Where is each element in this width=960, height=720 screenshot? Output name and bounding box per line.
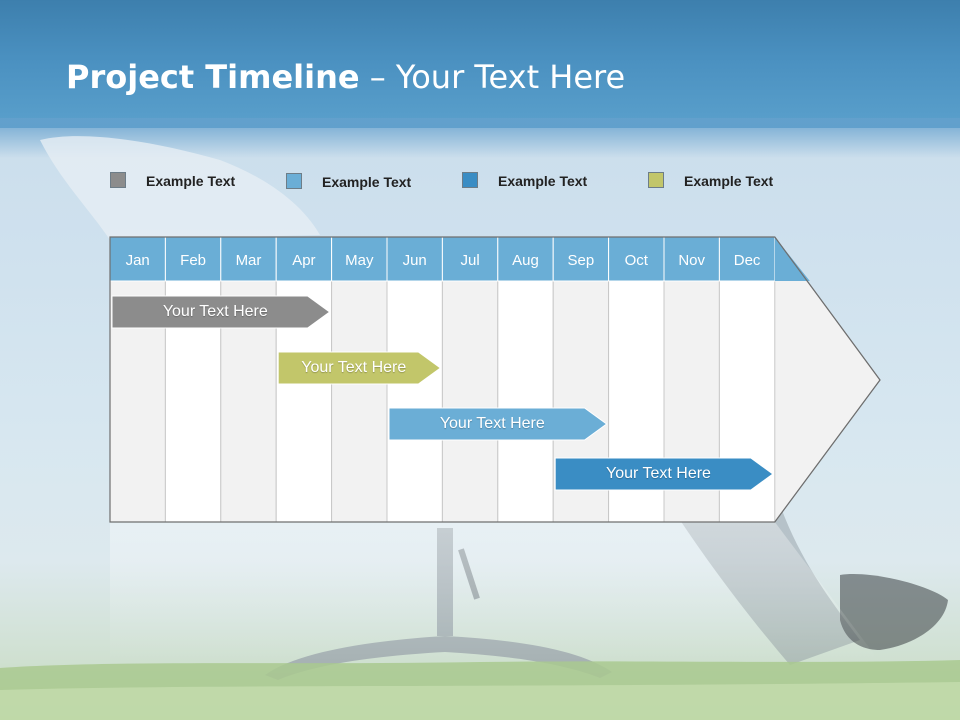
month-column-aug bbox=[497, 280, 554, 523]
timeline-arrow-outline bbox=[109, 236, 881, 523]
legend-label: Example Text bbox=[146, 173, 236, 189]
legend-swatch-light-blue bbox=[286, 173, 302, 189]
task-bar-2 bbox=[277, 351, 442, 385]
month-label-jun: Jun bbox=[402, 252, 427, 269]
month-label-aug: Aug bbox=[512, 252, 539, 269]
month-header-feb bbox=[164, 236, 222, 282]
title-banner bbox=[0, 0, 960, 128]
month-header-jun bbox=[386, 236, 443, 282]
slide-title-bold: Project Timeline bbox=[66, 58, 360, 96]
task-bar-3 bbox=[388, 407, 608, 441]
month-header-jul bbox=[441, 236, 499, 282]
month-label-sep: Sep bbox=[567, 252, 595, 269]
legend-swatch-olive bbox=[648, 172, 664, 188]
slide-title-rest: – Your Text Here bbox=[359, 58, 626, 96]
month-header-aug bbox=[497, 236, 554, 282]
grass-highlight-shape bbox=[0, 682, 960, 720]
month-header-jan bbox=[109, 236, 166, 282]
month-header-may bbox=[331, 236, 388, 282]
legend-label: Example Text bbox=[322, 174, 412, 190]
month-label-feb: Feb bbox=[180, 252, 207, 269]
legend-label: Example Text bbox=[684, 173, 774, 189]
task-bar-label-4: Your Text Here bbox=[606, 465, 711, 482]
task-bar-4 bbox=[554, 457, 774, 491]
timeline-reflection bbox=[110, 522, 880, 662]
task-bar-1 bbox=[111, 295, 331, 329]
month-column-jun bbox=[386, 280, 443, 523]
person-shoe-shape bbox=[840, 574, 948, 650]
month-label-dec: Dec bbox=[733, 252, 761, 269]
month-label-may: May bbox=[345, 252, 374, 269]
task-bar-label-3: Your Text Here bbox=[439, 415, 545, 432]
timeline-task-bars bbox=[111, 295, 774, 491]
person-shirt-shape bbox=[40, 136, 320, 240]
legend-swatch-blue bbox=[462, 172, 478, 188]
month-header-apr bbox=[275, 236, 333, 282]
month-column-may bbox=[331, 280, 388, 523]
month-column-jul bbox=[441, 280, 499, 523]
month-label-jan: Jan bbox=[125, 252, 150, 269]
task-bar-label-1: Your Text Here bbox=[162, 303, 268, 320]
legend-swatch-gray bbox=[110, 172, 126, 188]
task-bar-label-2: Your Text Here bbox=[301, 359, 407, 376]
month-label-mar: Mar bbox=[235, 252, 262, 269]
slide-title: Project Timeline – Your Text Here bbox=[66, 58, 625, 96]
month-header-dec bbox=[718, 236, 776, 282]
month-label-jul: Jul bbox=[460, 252, 480, 269]
month-label-oct: Oct bbox=[624, 252, 648, 269]
month-label-nov: Nov bbox=[678, 252, 706, 269]
month-label-apr: Apr bbox=[292, 252, 316, 269]
legend-label: Example Text bbox=[498, 173, 588, 189]
